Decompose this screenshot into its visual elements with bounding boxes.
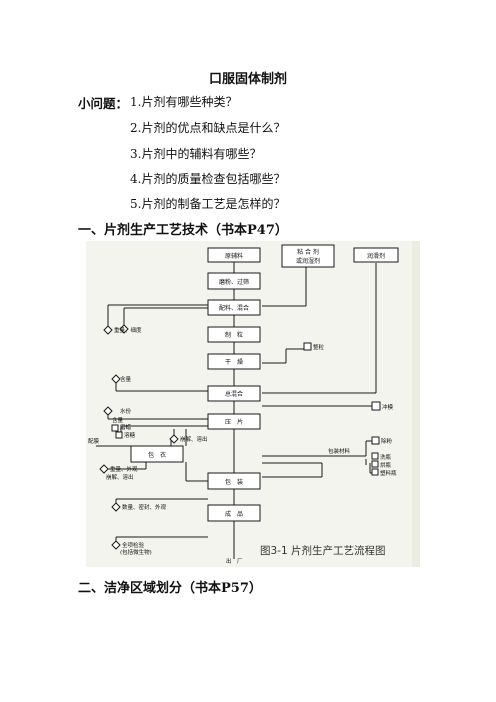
flow-step-7: 压 片 [225, 418, 243, 426]
note-sugar: 溶糖 [124, 431, 136, 439]
question-2: 2.片剂的优点和缺点是什么？ [130, 121, 286, 135]
note-full-inspection: 全项检验 [122, 541, 145, 549]
note-dry-bottle: 烘瓶 [380, 461, 392, 469]
question-5: 5.片剂的制备工艺是怎样的？ [130, 197, 286, 211]
note-weight-fineness: 重量、细度 [114, 326, 142, 334]
note-film: 配膜 [88, 437, 100, 445]
binder-label-1: 粘 合 剂 [297, 248, 319, 256]
note-sizing: 整粒 [313, 343, 325, 351]
flow-step-1: 原辅料 [225, 252, 243, 260]
note-content-a: 含量 [120, 375, 132, 383]
note-weight-appearance: 重量、外观 [110, 465, 138, 473]
note-punch-die: 冲模 [382, 403, 394, 411]
flow-step-5: 干 燥 [225, 358, 243, 366]
flow-step-3: 配料、混合 [219, 304, 249, 312]
flow-step-2: 磨粉、过筛 [219, 278, 249, 286]
section-heading-2: 二、洁净区域划分（书本P57） [78, 581, 262, 596]
figure-caption: 图3-1 片剂生产工艺流程图 [260, 544, 386, 557]
flow-step-9: 包 装 [225, 478, 243, 486]
note-release: 出 厂 [226, 557, 243, 565]
flow-step-6: 总混合 [225, 390, 243, 398]
note-quantity-seal: 数量、密封、外观 [122, 503, 167, 511]
note-disintegration-b: 崩解、溶出 [106, 473, 134, 481]
flow-step-4: 制 粒 [225, 331, 243, 339]
question-1: 1.片剂有哪些种类？ [130, 95, 238, 109]
question-3: 3.片剂中的辅料有哪些？ [130, 147, 262, 161]
note-microbe: (包括微生物) [120, 548, 152, 556]
flow-step-10: 成 品 [225, 510, 243, 518]
note-dedust: 除粉 [381, 437, 393, 445]
note-disintegration-a: 崩解、溶出 [180, 435, 208, 443]
note-plastic-bottle: 塑料瓶 [380, 469, 397, 477]
question-4: 4.片剂的质量检查包括哪些？ [130, 172, 286, 186]
flow-step-8: 包 衣 [148, 451, 166, 459]
questions-label: 小问题： [78, 96, 129, 111]
lubricant-label: 润滑剂 [367, 252, 385, 260]
note-moisture: 水份 [120, 407, 132, 415]
note-wash-bottle: 洗瓶 [380, 453, 392, 461]
note-packaging-material: 包装材料 [328, 447, 351, 455]
note-content-b: 含量 [112, 416, 124, 424]
section-heading-1: 一、片剂生产工艺技术（书本P47） [78, 223, 288, 238]
process-flow-figure: 原辅料 磨粉、过筛 配料、混合 制 粒 干 燥 总混合 压 片 包 衣 包 装 … [86, 241, 420, 567]
binder-label-2: 或润湿剂 [296, 257, 320, 265]
note-wax: 磨蜡 [120, 423, 132, 431]
document-title: 口服固体制剂 [208, 72, 287, 87]
